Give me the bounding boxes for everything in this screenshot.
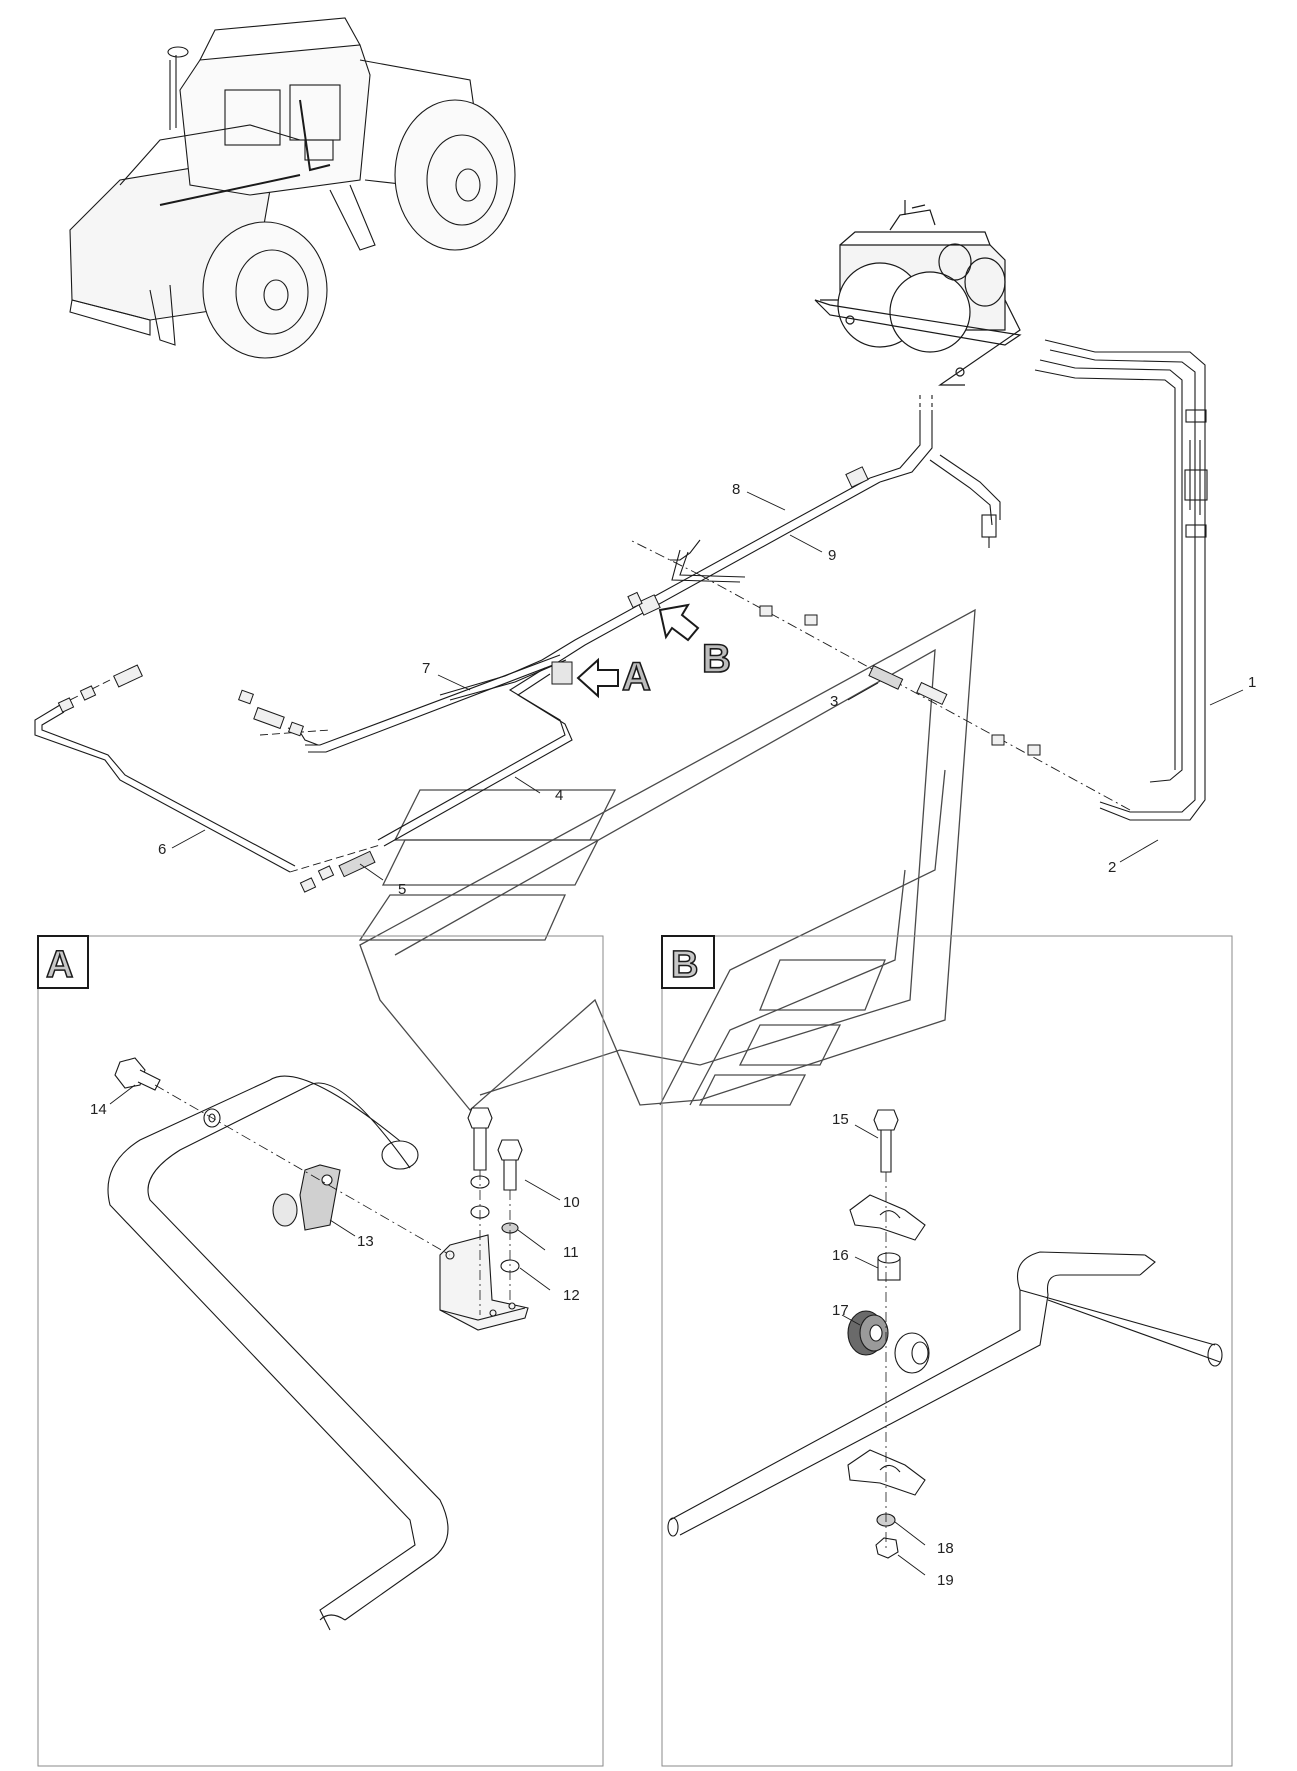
callout-4: 4	[555, 787, 563, 804]
hose-fittings	[57, 466, 1041, 893]
detail-panel-b: B	[661, 935, 1233, 1767]
bolt-15	[873, 1109, 899, 1173]
detail-panel-a: A	[37, 935, 604, 1767]
tractor-illustration	[69, 17, 516, 359]
heater-unit	[814, 200, 1022, 386]
upper-callouts	[171, 491, 1244, 881]
bracket-a	[439, 1234, 529, 1331]
callout-2: 2	[1108, 859, 1116, 876]
callout-leaders-b	[841, 1124, 926, 1576]
callout-17: 17	[832, 1302, 849, 1319]
view-arrow-a: A	[576, 654, 652, 700]
callout-leaders-a	[109, 1084, 561, 1291]
callout-11: 11	[563, 1244, 579, 1261]
callout-5: 5	[398, 881, 406, 898]
view-label-b: B	[702, 637, 731, 681]
clamp-13	[272, 1164, 341, 1231]
bolts-10-12	[467, 1107, 523, 1273]
callout-7: 7	[422, 660, 430, 677]
callout-14: 14	[90, 1101, 107, 1118]
callout-9: 9	[828, 547, 836, 564]
callout-6: 6	[158, 841, 166, 858]
callout-13: 13	[357, 1233, 374, 1250]
callout-3: 3	[830, 693, 838, 710]
nut-washer-b	[875, 1513, 899, 1559]
view-label-a: A	[622, 655, 651, 699]
callout-15: 15	[832, 1111, 849, 1128]
clamp-b-lower	[847, 1449, 926, 1496]
pipe-assembly	[34, 339, 1208, 873]
spacer-16	[877, 1252, 901, 1281]
detail-label-a: A	[46, 944, 73, 986]
detail-label-b: B	[671, 944, 698, 986]
callout-18: 18	[937, 1540, 954, 1557]
callout-10: 10	[563, 1194, 580, 1211]
callout-19: 19	[937, 1572, 954, 1589]
upper-callout-labels: 1 2 3 4 5 6 7 8 9	[158, 481, 1256, 898]
view-arrow-b: B	[658, 603, 732, 682]
callout-12: 12	[563, 1287, 580, 1304]
watermark-logo	[358, 608, 976, 1111]
pipe-b	[667, 1251, 1223, 1537]
callout-8: 8	[732, 481, 740, 498]
clamp-b-upper	[849, 1194, 926, 1241]
callout-1: 1	[1248, 674, 1256, 691]
callout-16: 16	[832, 1247, 849, 1264]
centerlines-a	[154, 1084, 511, 1315]
bushing-17	[847, 1310, 930, 1374]
pipe-a	[107, 1075, 449, 1631]
